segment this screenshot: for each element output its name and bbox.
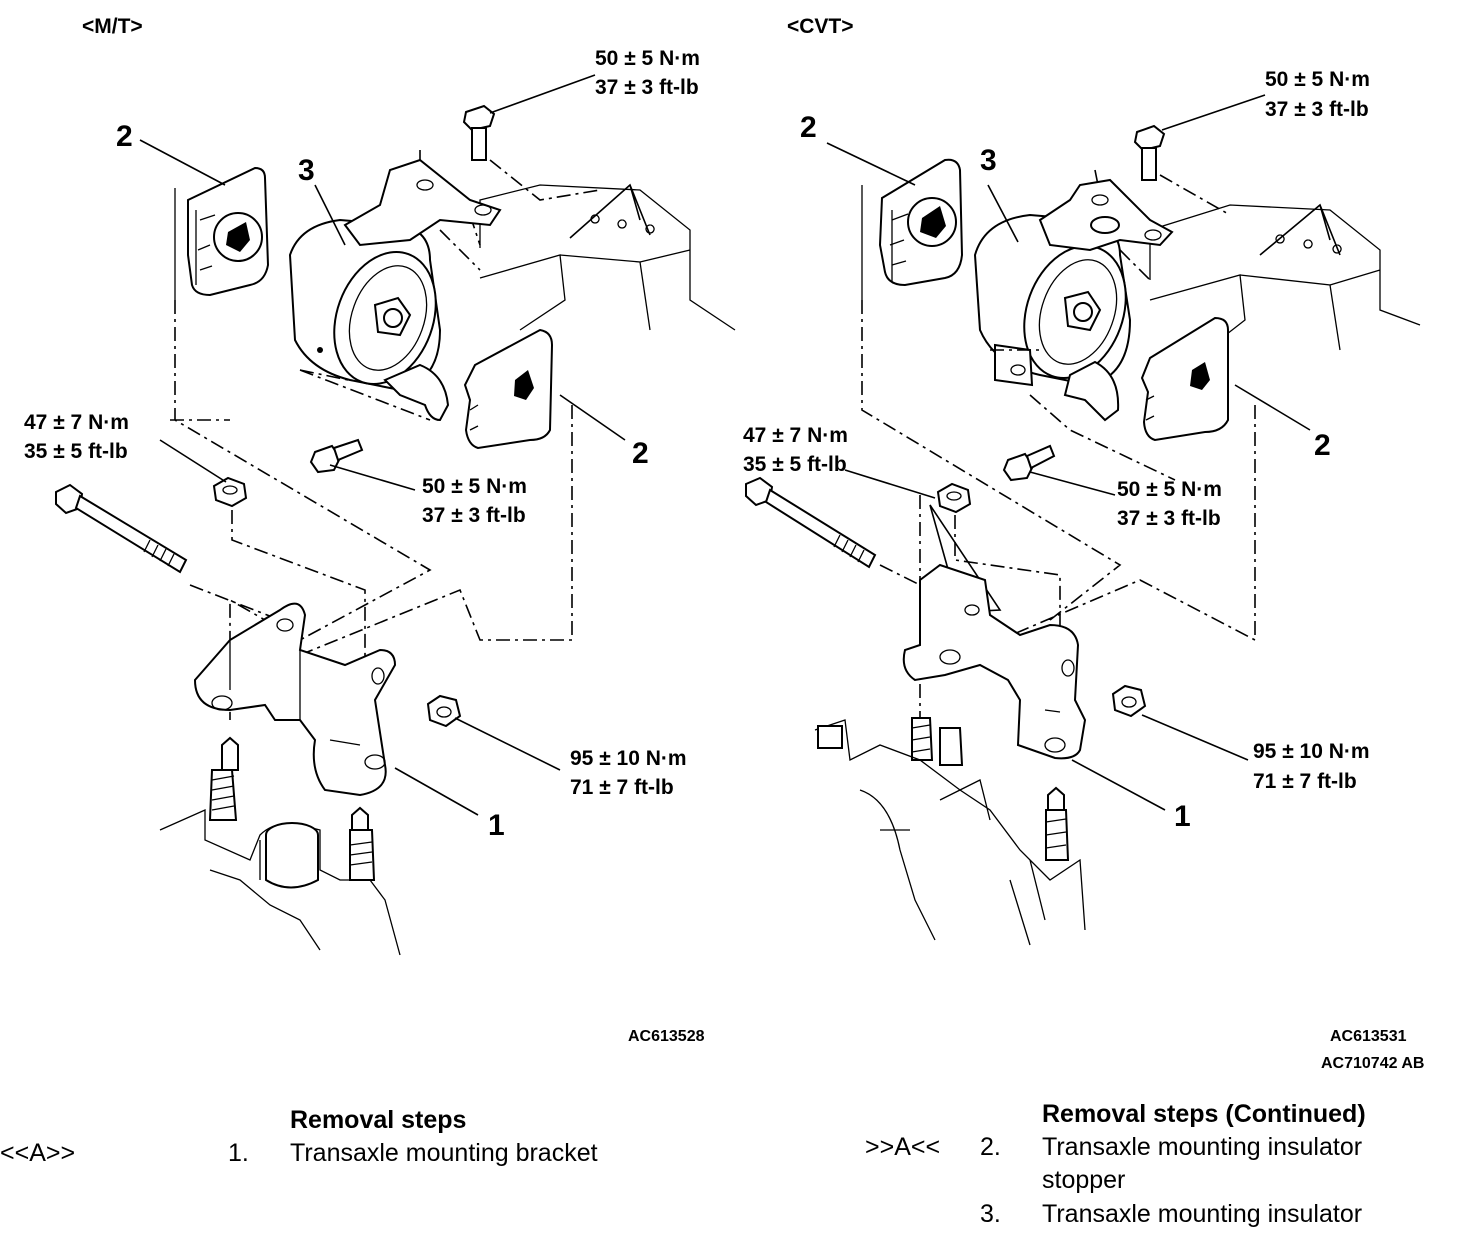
cvt-callout-2-right: 2 (1314, 429, 1331, 462)
mt-nut-top (212, 476, 248, 508)
cvt-title: <CVT> (787, 15, 854, 38)
mt-torque-nut-nm: 47 ± 7 N·m (24, 411, 129, 434)
mt-torque-bracket-nm: 95 ± 10 N·m (570, 747, 687, 770)
mt-torque-nut-ftlb: 35 ± 5 ft-lb (24, 440, 128, 463)
step-number: 2. (980, 1133, 1001, 1161)
mt-torque-bracket-ftlb: 71 ± 7 ft-lb (570, 776, 674, 799)
mt-torque-side-ftlb: 37 ± 3 ft-lb (422, 504, 526, 527)
mt-diagram: <M/T> (24, 15, 736, 1045)
step-number: 1. (228, 1139, 249, 1167)
mt-mounting-insulator (288, 158, 502, 422)
removal-steps-continued-heading: Removal steps (Continued) (1042, 1100, 1366, 1128)
cvt-diagram: <CVT> (743, 15, 1424, 1072)
step-marker: >>A<< (865, 1133, 941, 1161)
mt-callout-2-left: 2 (116, 120, 133, 153)
cvt-top-bolt (1133, 124, 1166, 181)
mt-callout-1: 1 (488, 809, 505, 842)
step-marker: <<A>> (0, 1139, 76, 1167)
cvt-insulator-stopper-left (861, 158, 964, 300)
mt-torque-side-nm: 50 ± 5 N·m (422, 475, 527, 498)
mt-nut-right (426, 694, 462, 728)
mt-figure-id: AC613528 (628, 1028, 705, 1045)
mt-torque-top-nm: 50 ± 5 N·m (595, 47, 700, 70)
mt-title: <M/T> (82, 15, 143, 38)
mt-insulator-stopper-left (174, 166, 270, 300)
cvt-transaxle-lower (814, 717, 1086, 946)
mt-transaxle-lower (159, 736, 401, 956)
mt-top-bolt (462, 104, 496, 161)
step-text-continued: stopper (1042, 1166, 1126, 1194)
step-text: Transaxle mounting bracket (290, 1139, 598, 1167)
step-text: Transaxle mounting insulator (1042, 1133, 1363, 1161)
mt-mounting-bracket (193, 602, 397, 797)
cvt-torque-top-nm: 50 ± 5 N·m (1265, 68, 1370, 91)
cvt-torque-bracket-ftlb: 71 ± 7 ft-lb (1253, 770, 1357, 793)
cvt-figure-id: AC613531 (1330, 1028, 1407, 1045)
cvt-torque-nut-nm: 47 ± 7 N·m (743, 424, 848, 447)
cvt-torque-bracket-nm: 95 ± 10 N·m (1253, 740, 1370, 763)
mt-insulator-stopper-right (463, 328, 554, 450)
cvt-torque-nut-ftlb: 35 ± 5 ft-lb (743, 453, 847, 476)
cvt-callout-3: 3 (980, 144, 997, 177)
cvt-side-bolt (1002, 444, 1056, 482)
cvt-nut-top (936, 482, 972, 514)
step-number: 3. (980, 1200, 1001, 1228)
cvt-long-bolt (745, 476, 877, 569)
cvt-figure-id-2: AC710742 AB (1321, 1055, 1424, 1072)
mt-torque-top-ftlb: 37 ± 3 ft-lb (595, 76, 699, 99)
cvt-mounting-bracket (902, 563, 1087, 760)
removal-steps-heading: Removal steps (290, 1106, 467, 1134)
cvt-mounting-insulator (973, 178, 1174, 422)
mt-long-bolt (55, 483, 188, 574)
cvt-insulator-stopper-right (1140, 316, 1229, 442)
step-text: Transaxle mounting insulator (1042, 1200, 1363, 1228)
mt-callout-3: 3 (298, 154, 315, 187)
cvt-callout-2-left: 2 (800, 111, 817, 144)
cvt-torque-top-ftlb: 37 ± 3 ft-lb (1265, 98, 1369, 121)
cvt-nut-right (1111, 684, 1147, 718)
cvt-torque-side-nm: 50 ± 5 N·m (1117, 478, 1222, 501)
mt-callout-2-right: 2 (632, 437, 649, 470)
cvt-torque-side-ftlb: 37 ± 3 ft-lb (1117, 507, 1221, 530)
cvt-callout-1: 1 (1174, 800, 1191, 833)
